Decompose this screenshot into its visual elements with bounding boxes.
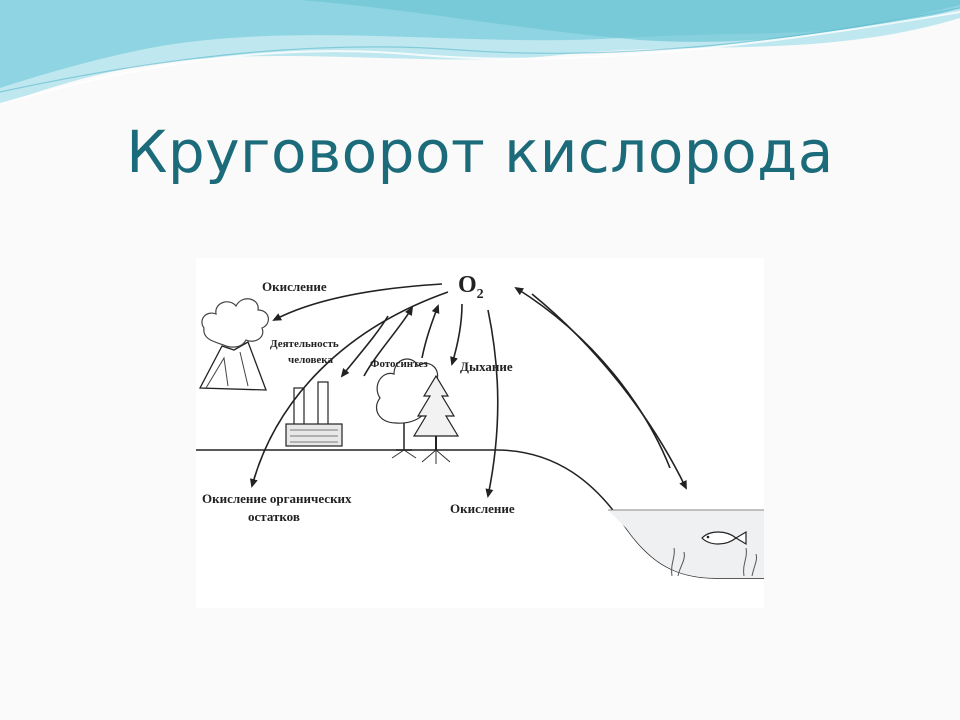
arrow-factory-to-o2	[363, 306, 414, 377]
label-human-activity-1: Деятельность	[270, 338, 339, 350]
water-plants-icon	[671, 547, 757, 577]
label-oxidation-bottom: Окисление	[450, 501, 515, 516]
label-photosynthesis: Фотосинтез	[370, 358, 428, 370]
oxygen-symbol: O2	[458, 272, 484, 303]
label-oxidation-top: Окисление	[262, 279, 327, 294]
arrow-o2-to-volcano	[272, 283, 443, 321]
arrow-o2-to-water	[531, 293, 687, 490]
arrow-o2-to-respiration	[450, 303, 463, 366]
header-wave-decoration	[0, 0, 960, 105]
oxygen-cycle-diagram: O2 Окисление Деятельность человека Фотос…	[196, 258, 764, 608]
conifer-tree-icon	[412, 374, 460, 464]
oxygen-letter: O	[458, 272, 477, 298]
diagram-drawing	[196, 283, 764, 579]
factory-icon	[285, 381, 343, 447]
water-area	[608, 510, 764, 578]
arrow-o2-to-soil-oxidation	[485, 309, 499, 498]
label-human-activity-2: человека	[288, 354, 333, 366]
oxygen-subscript: 2	[476, 286, 484, 302]
page-title: Круговорот кислорода	[126, 118, 834, 186]
arrow-water-to-o2	[514, 286, 671, 469]
label-organic-oxidation-1: Окисление органических	[202, 491, 352, 506]
arrow-o2-to-factory	[340, 315, 389, 378]
fish-icon	[701, 530, 747, 546]
arrow-photosynthesis-to-o2	[421, 304, 440, 359]
label-organic-oxidation-2: остатков	[248, 509, 300, 524]
label-respiration: Дыхание	[460, 359, 513, 374]
volcano-icon	[198, 298, 269, 391]
